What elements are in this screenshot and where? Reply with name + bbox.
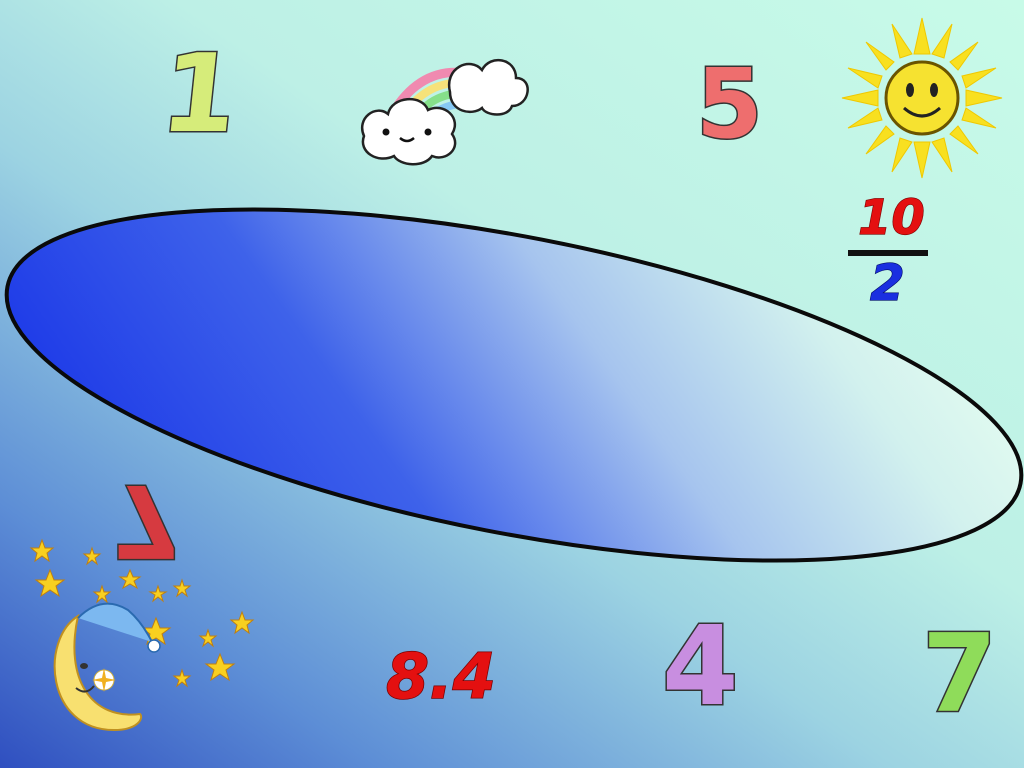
fraction-denominator: 2 — [869, 253, 905, 312]
sun-icon[interactable] — [841, 17, 1003, 179]
fraction-bar — [848, 250, 928, 256]
number-four[interactable]: 4 — [661, 601, 741, 732]
number-five[interactable]: 5 — [695, 47, 765, 162]
decimal-number[interactable]: 8.4 — [385, 639, 496, 714]
number-one[interactable]: 1 — [154, 31, 245, 159]
fraction-numerator: 10 — [857, 189, 925, 246]
moon-stars-icon[interactable] — [29, 530, 255, 740]
number-seven[interactable]: 7 — [920, 611, 998, 739]
rainbow-cloud-icon[interactable] — [352, 44, 532, 174]
